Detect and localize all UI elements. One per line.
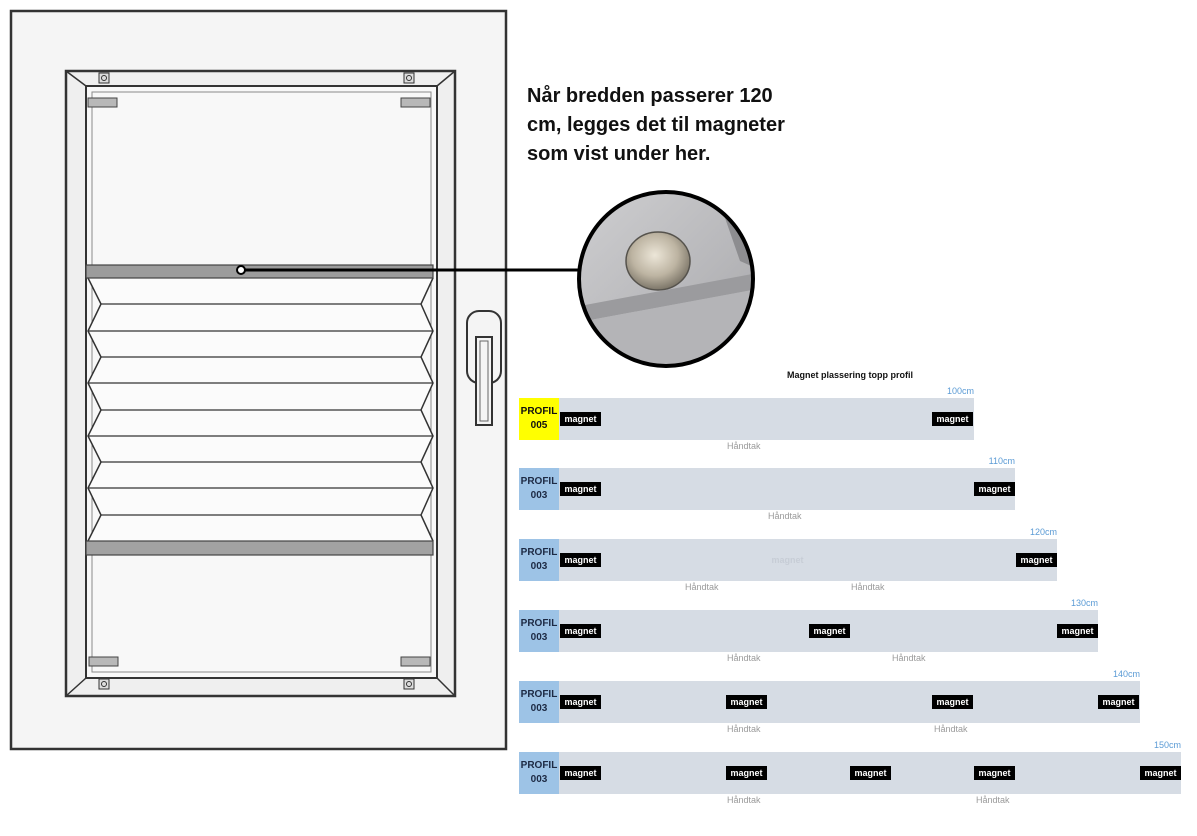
width-label: 110cm: [988, 456, 1015, 466]
magnet-tag: magnet: [560, 695, 601, 709]
magnet-tag: magnet: [560, 766, 601, 780]
frame-bevel-line: [436, 70, 456, 87]
magnet-tag: magnet: [974, 482, 1015, 496]
profile-bar: [559, 398, 974, 440]
profile-row: 140cm PROFIL 003 magnet magnet magnet ma…: [0, 669, 1197, 737]
width-label: 100cm: [946, 386, 974, 396]
magnet-tag: magnet: [1016, 553, 1057, 567]
frame-bevel-line: [436, 677, 456, 697]
profile-row: 110cm PROFIL 003 magnet magnet Håndtak: [0, 456, 1197, 524]
profile-label: PROFIL 003: [519, 752, 559, 794]
magnet-tag: magnet: [560, 553, 601, 567]
profile-label-top: PROFIL: [520, 689, 558, 700]
handle-label: Håndtak: [768, 511, 802, 521]
handle-label: Håndtak: [934, 724, 968, 734]
width-label: 140cm: [1112, 669, 1140, 679]
handle-label: Håndtak: [727, 795, 761, 805]
photo-profile-edge: [579, 273, 753, 323]
profile-label-top: PROFIL: [520, 547, 558, 558]
magnet-tag: magnet: [1098, 695, 1139, 709]
profile-label-code: 003: [530, 774, 548, 785]
profile-label-top: PROFIL: [520, 476, 558, 487]
magnet-note: Når bredden passerer 120 cm, legges det …: [527, 82, 785, 169]
magnet-disc: [625, 231, 691, 291]
profile-label: PROFIL 003: [519, 539, 559, 581]
magnet-tag: magnet: [850, 766, 891, 780]
rail-magnet-marker: [236, 265, 246, 275]
handle-label: Håndtak: [851, 582, 885, 592]
profile-label-top: PROFIL: [520, 618, 558, 629]
magnet-tag: magnet: [726, 695, 767, 709]
handle-label: Håndtak: [685, 582, 719, 592]
magnet-note-line: som vist under her.: [527, 143, 711, 165]
profile-label: PROFIL 003: [519, 681, 559, 723]
magnet-tag: magnet: [560, 624, 601, 638]
photo-border: [577, 190, 755, 368]
profile-label-code: 005: [530, 420, 548, 431]
width-label: 150cm: [1153, 740, 1181, 750]
profile-label-top: PROFIL: [520, 760, 558, 771]
magnet-tag: magnet: [560, 412, 601, 426]
profile-row: 100cm PROFIL 005 magnet magnet Håndtak: [0, 386, 1197, 454]
corner-fixture: [403, 72, 415, 84]
sash-clip: [87, 97, 118, 108]
handle-label: Håndtak: [727, 653, 761, 663]
profile-label-code: 003: [530, 490, 548, 501]
magnet-tag: magnet: [932, 412, 973, 426]
magnet-tag: magnet: [560, 482, 601, 496]
window-diagram: [9, 9, 579, 751]
sash-clip: [400, 656, 431, 667]
profile-row: 130cm PROFIL 003 magnet magnet magnet Hå…: [0, 598, 1197, 666]
frame-bevel-line: [65, 677, 87, 697]
magnet-tag: magnet: [809, 624, 850, 638]
magnet-tag: magnet: [932, 695, 973, 709]
width-label: 120cm: [1029, 527, 1057, 537]
corner-fixture: [403, 678, 415, 690]
magnet-closeup-photo: [577, 190, 755, 368]
magnet-tag: magnet: [1057, 624, 1098, 638]
handle-label: Håndtak: [976, 795, 1010, 805]
magnet-tag: magnet: [974, 766, 1015, 780]
frame-bevel-line: [65, 70, 87, 87]
profile-bar: [559, 468, 1015, 510]
profile-label: PROFIL 003: [519, 610, 559, 652]
profile-bar: [559, 539, 1057, 581]
handle-label: Håndtak: [727, 724, 761, 734]
handle-label: Håndtak: [892, 653, 926, 663]
magnet-note-line: cm, legges det til magneter: [527, 114, 785, 136]
sash-clip: [88, 656, 119, 667]
magnet-tag: magnet: [726, 766, 767, 780]
profile-bar: [559, 681, 1140, 723]
profile-label: PROFIL 005: [519, 398, 559, 440]
handle-label: Håndtak: [727, 441, 761, 451]
profile-label-code: 003: [530, 703, 548, 714]
profile-row: 150cm PROFIL 003 magnet magnet magnet ma…: [0, 740, 1197, 808]
placement-table-title: Magnet plassering topp profil: [786, 370, 913, 380]
sash-clip: [400, 97, 431, 108]
width-label: 130cm: [1070, 598, 1098, 608]
magnet-tag: magnet: [1140, 766, 1181, 780]
corner-fixture: [98, 72, 110, 84]
shade-bottom-rail: [85, 540, 434, 556]
profile-label: PROFIL 003: [519, 468, 559, 510]
profile-label-code: 003: [530, 561, 548, 572]
window-handle: [466, 310, 502, 426]
magnet-tag-faded: magnet: [771, 555, 804, 565]
corner-fixture: [98, 678, 110, 690]
profile-label-code: 003: [530, 632, 548, 643]
profile-label-top: PROFIL: [520, 406, 558, 417]
profile-row: 120cm PROFIL 003 magnet magnet magnet Hå…: [0, 527, 1197, 595]
magnet-note-line: Når bredden passerer 120: [527, 85, 773, 107]
